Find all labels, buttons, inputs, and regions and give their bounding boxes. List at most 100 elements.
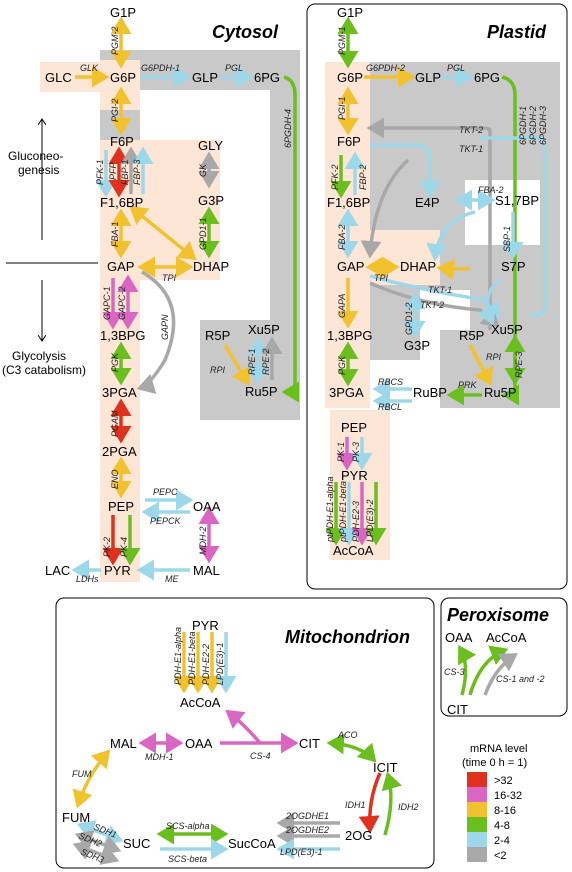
mitochondrion-arrows [72, 632, 402, 865]
perox-oaa: OAA [445, 630, 473, 645]
cytosol-arrows [71, 16, 300, 581]
legend-title-1: mRNA level [470, 743, 527, 755]
mito-enz-pdhe22: PDH-E2-2 [201, 644, 211, 685]
legend-swatch [467, 772, 487, 787]
pla-xu5p: Xu5P [491, 322, 523, 337]
cytosol-enzymes: PGM-2 GLK G6PDH-1 PGL 6PGDH-4 PGI-2 PFK-… [76, 26, 293, 584]
legend-swatch [467, 802, 487, 817]
pla-enz-fba2: FBA-2 [337, 224, 347, 250]
cyt-13bpg: 1,3BPG [100, 328, 146, 343]
pla-enz-tpi: TPI [374, 273, 389, 283]
pla-r5p: R5P [459, 328, 484, 343]
pla-enz-ptpdhe1a: ptPDH-E1-alpha [325, 476, 335, 543]
cyt-enz-glk: GLK [80, 63, 99, 73]
legend-swatch [467, 832, 487, 847]
pla-enz-pgk: PGK [337, 355, 347, 375]
cyt-enz-pk2: PK-2 [102, 537, 112, 557]
perox-enz-cs3: CS-3 [444, 667, 465, 677]
cyt-enz-pgl: PGL [225, 63, 243, 73]
cyt-enz-pgam: PGAM [110, 410, 120, 437]
cytosol-metabolites: G1P GLC G6P GLP 6PG F6P GLY F1,6BP G3P G… [45, 5, 280, 578]
cytosol-panel [40, 50, 300, 582]
pla-enz-gapa: GAPA [337, 294, 347, 318]
cytosol-title: Cytosol [212, 22, 279, 42]
cyt-enz-6pgdh4: 6PGDH-4 [283, 109, 293, 148]
cyt-enz-pepc: PEPC [153, 487, 178, 497]
pla-enz-pgi1: PGI-1 [337, 96, 347, 120]
mito-cit: CIT [299, 736, 320, 751]
peroxisome-title: Peroxisome [447, 605, 549, 625]
mito-icit: ICIT [373, 760, 398, 775]
pla-enz-6pgdh3: 6PGDH-3 [538, 106, 548, 145]
mito-enz-pdhe1a: PDH-E1-alpha [173, 627, 183, 685]
cyt-g1p: G1P [110, 5, 136, 20]
pla-enz-pfk2: PFK-2 [330, 164, 340, 190]
cyt-g3p: G3P [198, 193, 224, 208]
cyt-enz-me: ME [165, 574, 179, 584]
mito-enz-aco: ACO [337, 730, 358, 740]
cyt-enz-eno: ENO [110, 469, 120, 489]
cyt-enz-rpe2: RPE-2 [261, 348, 271, 375]
legend: mRNA level (time 0 h = 1) >3216-328-164-… [462, 743, 527, 862]
pla-enz-g6pdh2: G6PDH-2 [366, 63, 405, 73]
cyt-pyr: PYR [104, 563, 131, 578]
peroxisome-labels: OAA AcCoA CIT CS-3 CS-1 and -2 [444, 630, 545, 717]
cyt-enz-fbp3: FBP-3 [132, 159, 142, 185]
pla-enz-pgl: PGL [447, 63, 465, 73]
pla-enz-gpd12: GPD1-2 [404, 302, 414, 335]
pla-enz-pgm1: PGM-1 [337, 26, 347, 55]
pla-gap: GAP [337, 259, 364, 274]
pla-pep: PEP [341, 420, 367, 435]
cyt-6pg: 6PG [254, 70, 280, 85]
cyt-r5p: R5P [205, 328, 230, 343]
cyt-enz-pgm2: PGM-2 [110, 26, 120, 55]
cyt-enz-rpi: RPI [210, 365, 226, 375]
cyt-enz-pgk: PGK [110, 352, 120, 372]
mitochondrion-metabolites: PYR AcCoA MAL OAA CIT ICIT FUM SUC SucCo… [62, 618, 398, 851]
mito-fum: FUM [62, 810, 90, 825]
gluconeogenesis-label-2: genesis [18, 163, 59, 177]
cyt-f6p: F6P [110, 134, 134, 149]
pla-6pg: 6PG [474, 70, 500, 85]
cyt-dhap: DHAP [193, 259, 229, 274]
legend-label: 16-32 [494, 790, 522, 802]
legend-title-2: (time 0 h = 1) [462, 757, 527, 769]
pla-enz-tkt2a: TKT-2 [459, 125, 483, 135]
perox-cit: CIT [447, 702, 468, 717]
mito-enz-sdh3: SDH3 [79, 847, 105, 865]
mitochondrion-title: Mitochondrion [285, 627, 410, 647]
mito-suc: SUC [123, 836, 150, 851]
pla-enz-pk1: PK-1 [336, 442, 346, 462]
glycolysis-label-2: (C3 catabolism) [2, 363, 86, 377]
mito-enz-cs4: CS-4 [250, 751, 271, 761]
mito-enz-idh1: IDH1 [345, 800, 366, 810]
mito-enz-mdh1: MDH-1 [145, 752, 174, 762]
mito-pyr: PYR [192, 618, 219, 633]
cyt-enz-fbp1: FBP-1 [120, 159, 130, 185]
mito-mal: MAL [110, 736, 137, 751]
pla-g3p: G3P [404, 338, 430, 353]
pla-enz-pk3: PK-3 [351, 442, 361, 462]
plastid-enzymes: PGM-1 G6PDH-2 PGL 6PGDH-1 6PGDH-2 6PGDH-… [325, 26, 548, 543]
pla-dhap: DHAP [400, 259, 436, 274]
mito-enz-fum: FUM [72, 769, 92, 779]
pla-g1p: G1P [337, 5, 363, 20]
pla-enz-tkt1b: TKT-1 [428, 285, 452, 295]
cyt-xu5p: Xu5P [248, 322, 280, 337]
mito-enz-og2dhe1: 2OGDHE1 [285, 811, 329, 821]
peroxisome-arrows [458, 644, 518, 696]
legend-label: <2 [494, 850, 507, 862]
cyt-oaa: OAA [193, 499, 221, 514]
cyt-gly: GLY [198, 138, 223, 153]
pla-s7p: S7P [501, 259, 526, 274]
pla-enz-rpi: RPI [486, 352, 502, 362]
peroxisome-border [440, 597, 568, 717]
mito-enz-idh2: IDH2 [398, 802, 419, 812]
cyt-3pga: 3PGA [102, 385, 137, 400]
pla-ru5p: Ru5P [484, 385, 517, 400]
pla-f6p: F6P [337, 134, 361, 149]
mito-oaa: OAA [185, 736, 213, 751]
cyt-g6p: G6P [110, 70, 136, 85]
perox-accoa: AcCoA [486, 630, 527, 645]
